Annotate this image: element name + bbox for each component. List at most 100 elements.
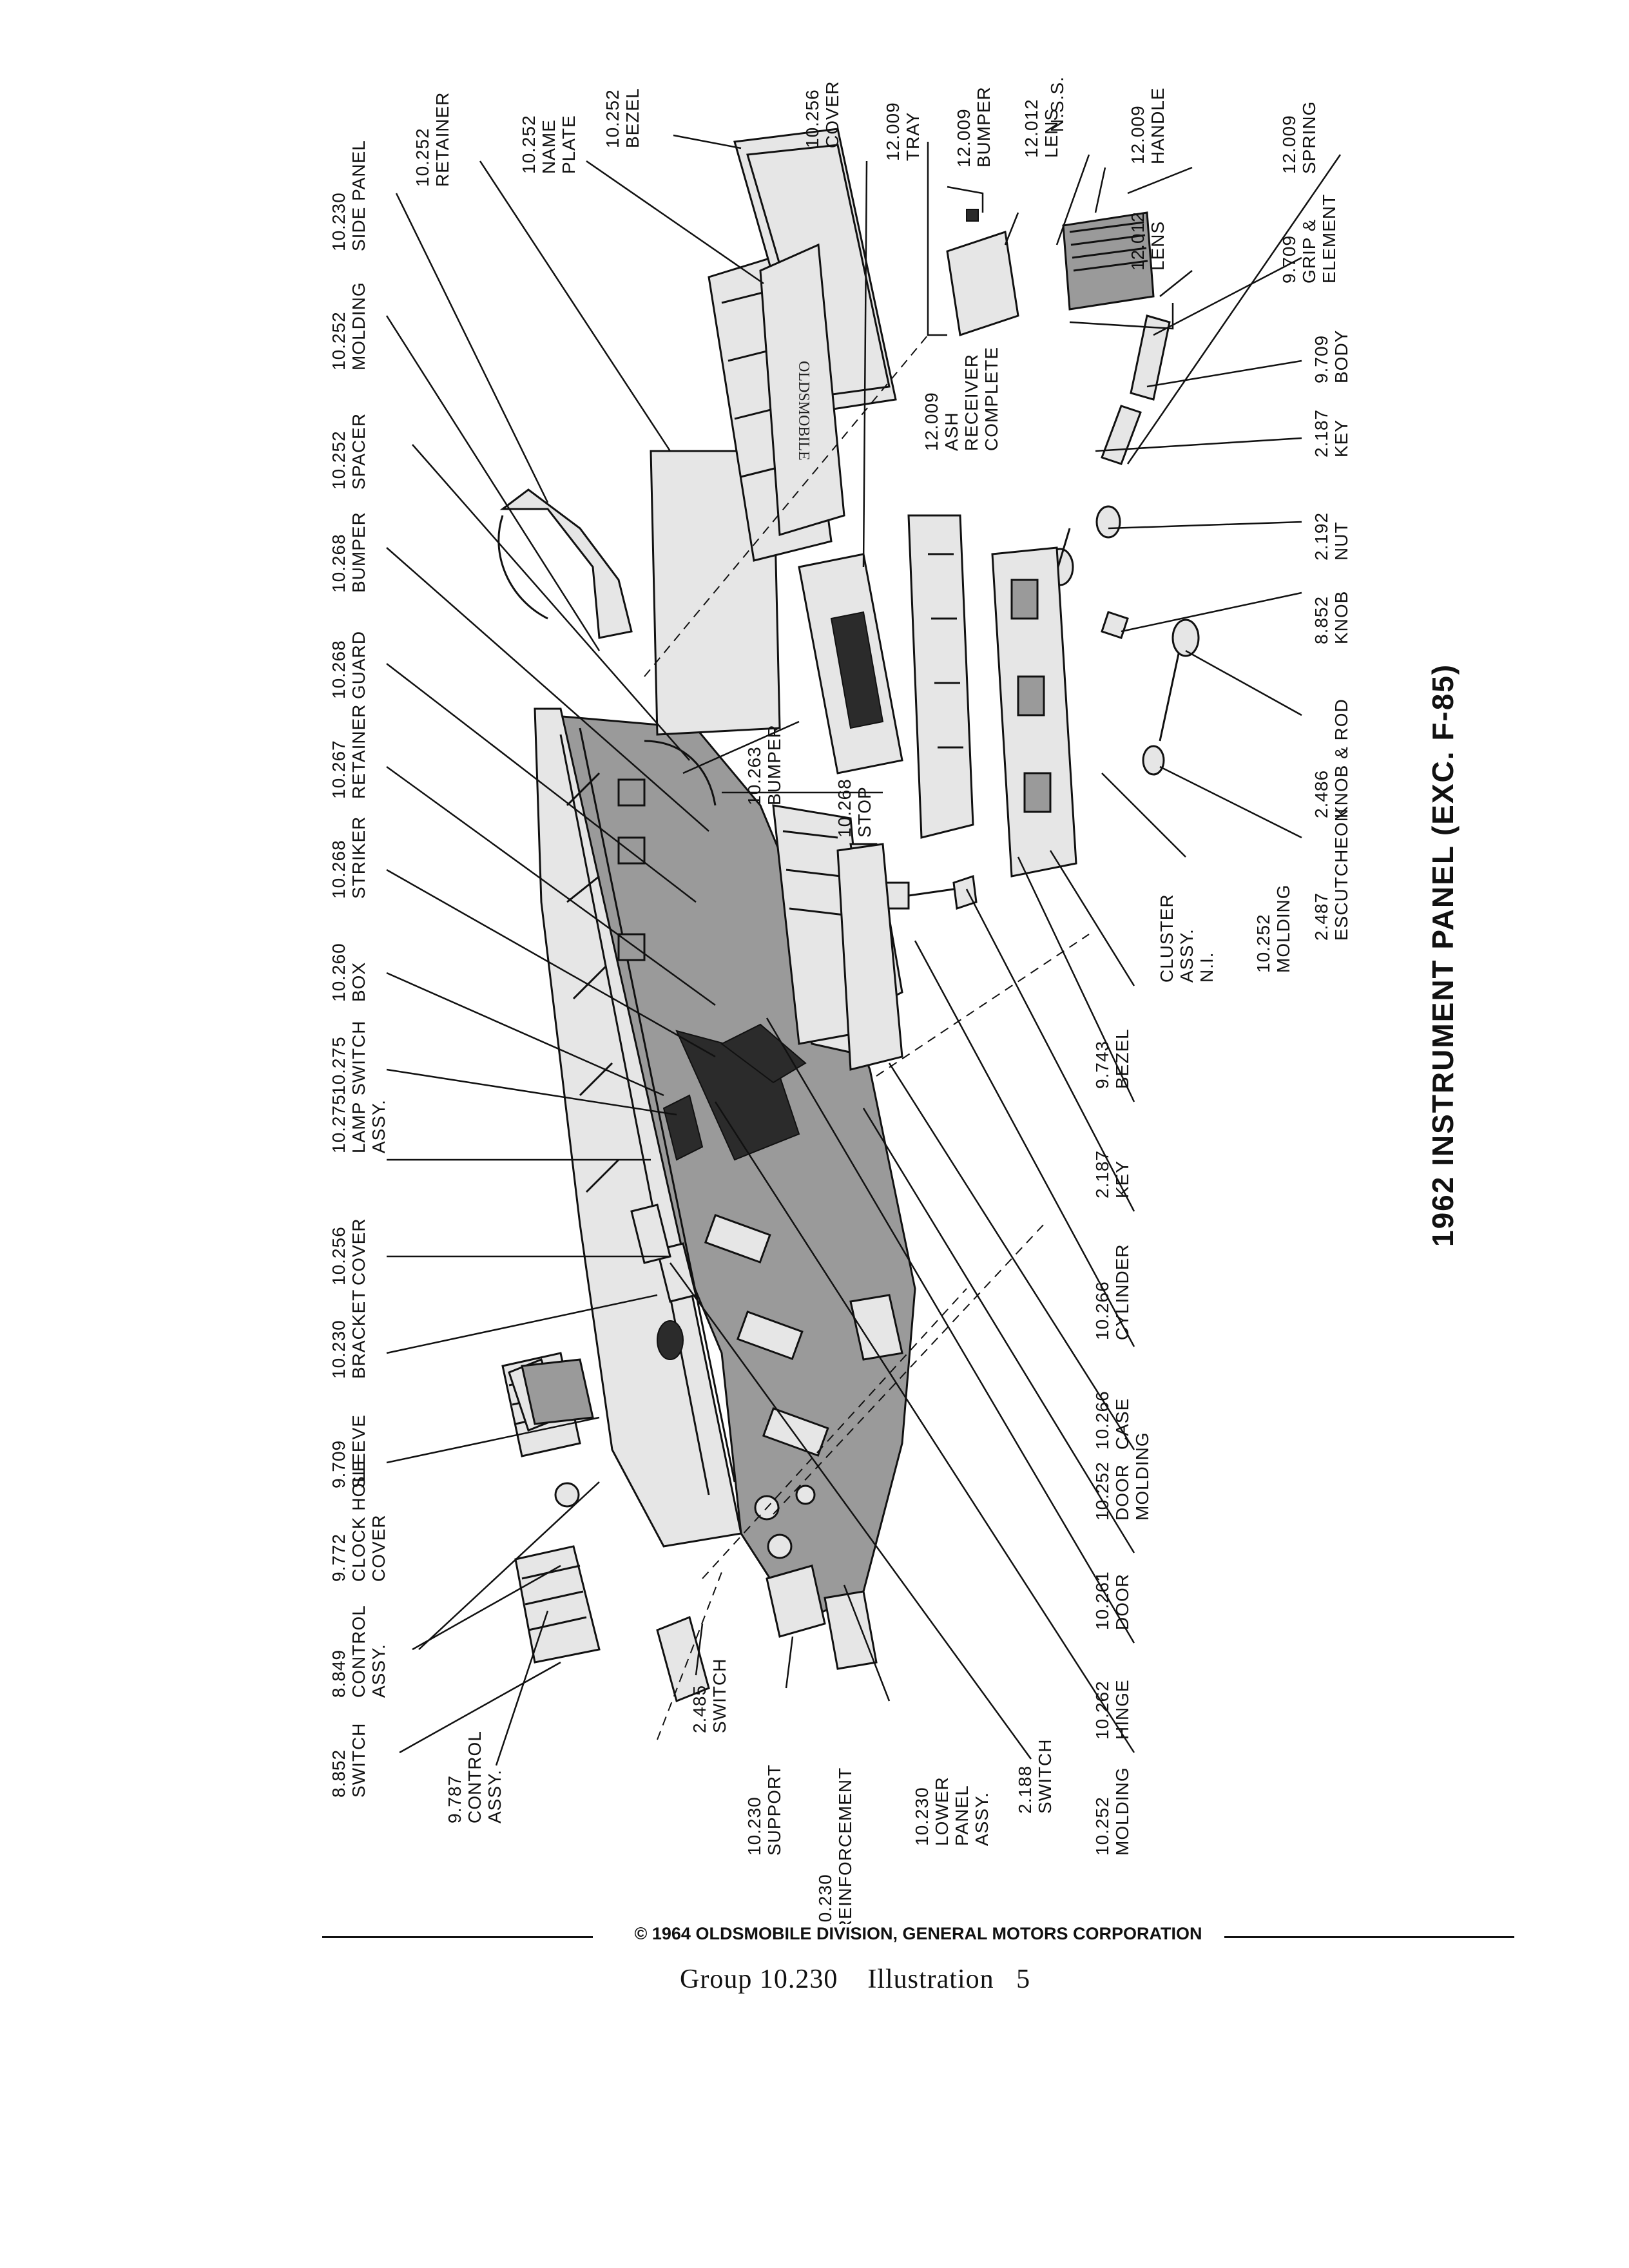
ash-tray [946,209,1155,336]
part-name: ESCUTCHEON [1331,808,1351,941]
part-name: SWITCH [709,1658,729,1733]
part-name: N.S.S. [1047,76,1067,132]
part-name: REINFORCEMENT [835,1767,855,1933]
exploded-view-drawing: OLDSMOBILE [497,128,1200,1740]
part-name: BUMPER [974,86,994,168]
part-number: 10.275 [329,1036,349,1095]
part-name: GRIP & [1299,219,1319,284]
part-name: SPACER [349,413,369,490]
part-name: NAME [539,119,559,174]
part-number: 10.267 [329,740,349,799]
figure-caption: Group 10.230 Illustration 5 [680,1965,1031,1994]
part-number: 10.261 [1092,1571,1112,1630]
part-number: 10.230 [329,192,349,251]
part-number: 10.256 [329,1226,349,1285]
part-name: CLUSTER [1157,894,1177,983]
side-panel [497,488,633,639]
part-name: CLOCK HOLE [349,1459,369,1582]
part-number: 10.268 [329,840,349,899]
part-number: 2.485 [689,1685,709,1733]
part-name: N.I. [1197,952,1217,983]
part-name: MOLDING [349,282,369,370]
part-name: PLATE [559,115,579,174]
part-name: LOWER [932,1776,952,1846]
copyright-text: © 1964 OLDSMOBILE DIVISION, GENERAL MOTO… [631,1924,1205,1943]
part-number: 10.268 [329,533,349,593]
part-number: 2.192 [1311,512,1331,561]
footer: © 1964 OLDSMOBILE DIVISION, GENERAL MOTO… [322,1924,1514,1950]
part-name: SWITCH [349,1021,369,1095]
part-name: STOP [854,786,874,838]
part-name: ASH [941,412,961,451]
cluster-bezel [798,514,1077,878]
part-number: 10.230 [912,1787,932,1846]
part-number: 9.709 [1279,235,1299,284]
name-plate: OLDSMOBILE [759,243,845,536]
part-name: ASSY. [972,1792,992,1846]
part-name: SIDE PANEL [349,140,369,251]
part-name: LAMP [349,1102,369,1153]
part-name: MOLDING [1112,1767,1132,1856]
part-number: 8.849 [329,1649,349,1698]
part-number: 8.852 [1311,596,1331,644]
part-number: 2.188 [1015,1765,1035,1814]
part-name: KEY [1112,1160,1132,1198]
part-name: CONTROL [465,1731,485,1823]
part-name: GUARD [349,631,369,699]
svg-text:OLDSMOBILE: OLDSMOBILE [795,361,812,461]
part-number: 12.012 [1128,211,1148,271]
part-number: 2.487 [1311,892,1331,941]
part-name: SWITCH [349,1723,369,1798]
part-name: ASSY. [369,1644,389,1698]
part-number: 10.252 [602,89,622,148]
part-name: ASSY. [369,1099,389,1153]
diagram-title: 1962 INSTRUMENT PANEL (EXC. F-85) [1426,664,1460,1247]
part-name: STRIKER [349,816,369,899]
part-name: COVER [369,1514,389,1582]
part-label: N.S.S. [1047,76,1067,132]
part-name: SUPPORT [764,1764,784,1856]
lock-cylinder [882,874,978,910]
part-name: RETAINER [432,92,452,187]
part-name: RECEIVER [961,354,981,451]
part-name: LENS [1148,221,1168,271]
part-name: SWITCH [1035,1739,1055,1814]
part-number: 10.252 [1092,1461,1112,1521]
part-number: 12.009 [1279,115,1299,174]
part-name: HINGE [1112,1679,1132,1740]
footer-rule-right [1224,1936,1514,1938]
part-number: 10.268 [329,640,349,699]
part-number: 10.230 [744,1796,764,1856]
part-name: COVER [349,1218,369,1285]
part-number: 2.187 [1311,409,1331,457]
part-number: 10.275 [329,1094,349,1153]
part-number: 10.260 [329,943,349,1002]
part-number: 10.252 [329,430,349,490]
part-name: BEZEL [622,88,642,148]
part-number: 2.187 [1092,1150,1112,1198]
part-number: 10.252 [412,128,432,187]
part-number: 10.262 [1092,1680,1112,1740]
